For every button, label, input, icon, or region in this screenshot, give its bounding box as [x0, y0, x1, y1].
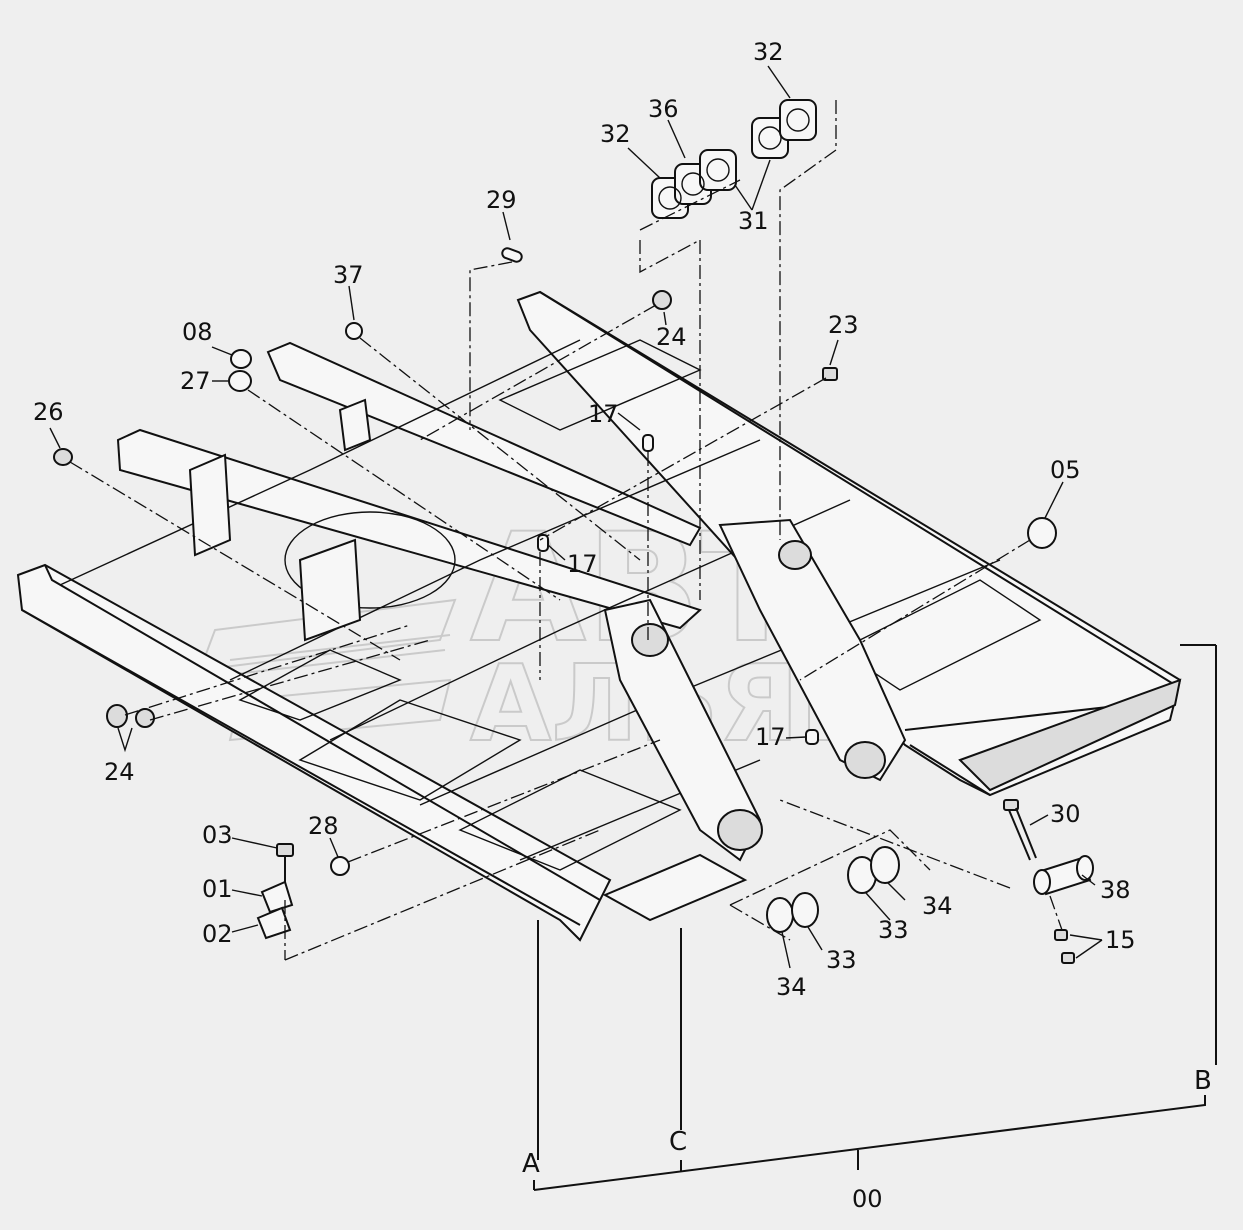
leader-lines — [69, 100, 1063, 961]
right-boom-bracket — [718, 518, 907, 782]
seal-24-left-a — [106, 704, 128, 728]
bracket-bore-1 — [717, 809, 763, 851]
nut-23 — [822, 367, 838, 381]
loose-parts — [53, 99, 1094, 964]
seal-24-left-b — [135, 708, 155, 728]
label-01: 01 — [202, 875, 233, 903]
seal-37 — [345, 322, 363, 340]
label-32-left: 32 — [600, 120, 631, 148]
label-08: 08 — [182, 318, 213, 346]
label-38: 38 — [1100, 876, 1131, 904]
bracket-bore-3 — [631, 623, 669, 657]
shim-pack-left — [651, 149, 737, 219]
label-02: 02 — [202, 920, 233, 948]
label-17-b: 17 — [567, 550, 598, 578]
pin-17-c — [805, 729, 819, 745]
label-31: 31 — [738, 207, 769, 235]
bracket-bore-2 — [844, 741, 886, 779]
center-beam-1 — [266, 341, 702, 547]
pin-17-a — [642, 434, 654, 452]
label-26: 26 — [33, 398, 64, 426]
label-34-right: 34 — [922, 892, 953, 920]
swing-opening — [284, 511, 456, 609]
label-03: 03 — [202, 821, 233, 849]
label-00: 00 — [852, 1185, 883, 1213]
label-36: 36 — [648, 95, 679, 123]
plate-01 — [260, 880, 294, 914]
label-24-top: 24 — [656, 323, 687, 351]
label-33-right: 33 — [878, 916, 909, 944]
nut-15-b — [1061, 952, 1075, 964]
label-37: 37 — [333, 261, 364, 289]
label-15: 15 — [1105, 926, 1136, 954]
center-beam-2 — [116, 428, 702, 630]
bracket-bore-4 — [778, 540, 812, 570]
shim-pack-right — [751, 99, 817, 159]
nut-15-a — [1054, 929, 1068, 941]
seal-08 — [230, 349, 252, 369]
left-post-1 — [188, 453, 232, 557]
label-28: 28 — [308, 812, 339, 840]
label-27: 27 — [180, 367, 211, 395]
plug-29 — [501, 247, 523, 263]
label-05: 05 — [1050, 456, 1081, 484]
seal-27 — [228, 370, 252, 392]
part-labels: 29 37 08 27 26 24 23 05 17 17 17 24 03 0… — [33, 38, 1136, 1213]
label-17-a: 17 — [588, 400, 619, 428]
label-30: 30 — [1050, 800, 1081, 828]
label-32-right: 32 — [753, 38, 784, 66]
plate-02 — [256, 906, 292, 940]
group-label-b: B — [1194, 1066, 1212, 1096]
pin-38 — [1033, 855, 1094, 896]
group-label-a: A — [522, 1149, 540, 1179]
seal-24-top — [652, 290, 672, 310]
step-plate — [602, 853, 748, 922]
cab-bracket — [338, 398, 372, 452]
label-29: 29 — [486, 186, 517, 214]
group-label-c: C — [669, 1127, 687, 1157]
label-17-c: 17 — [755, 723, 786, 751]
bolt-30 — [1003, 799, 1037, 861]
pin-17-b — [537, 534, 549, 552]
label-24-left: 24 — [104, 758, 135, 786]
shims-33-34-left — [766, 892, 819, 933]
rear-end-box — [958, 678, 1182, 792]
seal-05 — [1027, 517, 1057, 549]
shims-33-34-right — [847, 846, 900, 894]
seal-26 — [53, 448, 73, 466]
upper-frame — [16, 290, 1182, 942]
label-23: 23 — [828, 311, 859, 339]
label-33-left: 33 — [826, 946, 857, 974]
label-leaders — [49, 65, 1103, 969]
group-labels: A C B — [522, 1066, 1212, 1179]
label-34-left: 34 — [776, 973, 807, 1001]
group-brackets — [533, 644, 1217, 1191]
left-post-2 — [298, 538, 362, 642]
seal-28 — [330, 856, 350, 876]
